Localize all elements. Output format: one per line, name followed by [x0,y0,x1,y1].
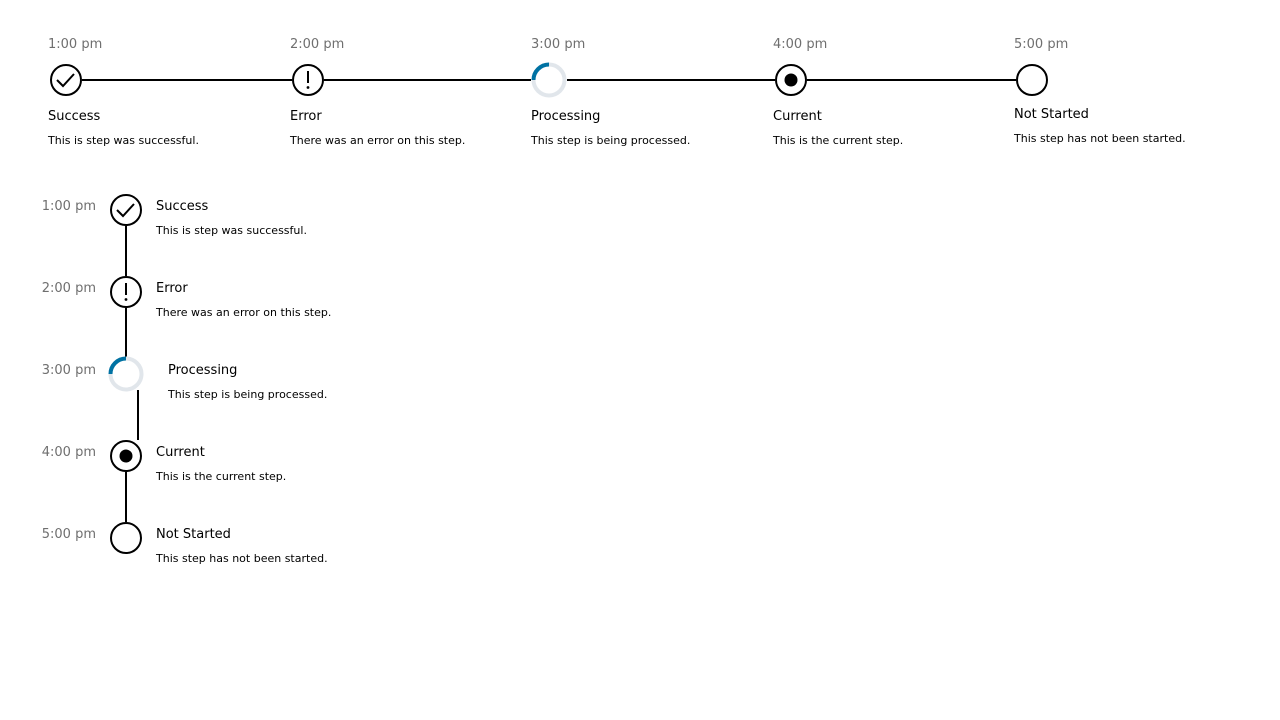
timeline-connector [82,79,292,81]
step-description: There was an error on this step. [156,306,332,319]
step-description: This step is being processed. [531,134,691,147]
step-time: 2:00 pm [41,281,96,296]
processing-spinner-icon [531,62,567,98]
step-time: 3:00 pm [531,37,586,52]
step-description: This step has not been started. [1014,132,1186,145]
step-description: This is the current step. [156,470,287,483]
step-description: This is step was successful. [48,134,199,147]
timeline-connector [567,79,775,81]
step-description: This step is being processed. [168,388,328,401]
step-time: 4:00 pm [41,445,96,460]
timeline-connector [137,390,139,440]
step-title: Success [156,199,209,214]
error-exclamation-icon [290,62,326,98]
step-time: 4:00 pm [773,37,828,52]
timeline-connector [324,79,531,81]
step-time: 1:00 pm [48,37,103,52]
step-title: Not Started [156,527,231,542]
step-time: 2:00 pm [290,37,345,52]
step-title: Processing [168,363,238,378]
step-time: 3:00 pm [41,363,96,378]
timeline-connector [125,472,127,522]
success-check-icon [108,192,144,228]
step-title: Error [156,281,188,296]
step-title: Not Started [1014,107,1089,122]
step-description: This step has not been started. [156,552,328,565]
step-title: Current [156,445,205,460]
timeline-connector [125,308,127,358]
processing-spinner-icon [108,356,144,392]
step-time: 5:00 pm [1014,37,1069,52]
step-description: This is the current step. [773,134,904,147]
step-time: 5:00 pm [41,527,96,542]
step-title: Error [290,109,322,124]
success-check-icon [48,62,84,98]
current-dot-icon [108,438,144,474]
step-description: This is step was successful. [156,224,307,237]
timeline-connector [125,226,127,276]
step-title: Success [48,109,101,124]
current-dot-icon [773,62,809,98]
error-exclamation-icon [108,274,144,310]
step-title: Current [773,109,822,124]
step-time: 1:00 pm [41,199,96,214]
not-started-circle-icon [108,520,144,556]
step-description: There was an error on this step. [290,134,466,147]
timeline-connector [807,79,1016,81]
step-title: Processing [531,109,601,124]
not-started-circle-icon [1014,62,1050,98]
